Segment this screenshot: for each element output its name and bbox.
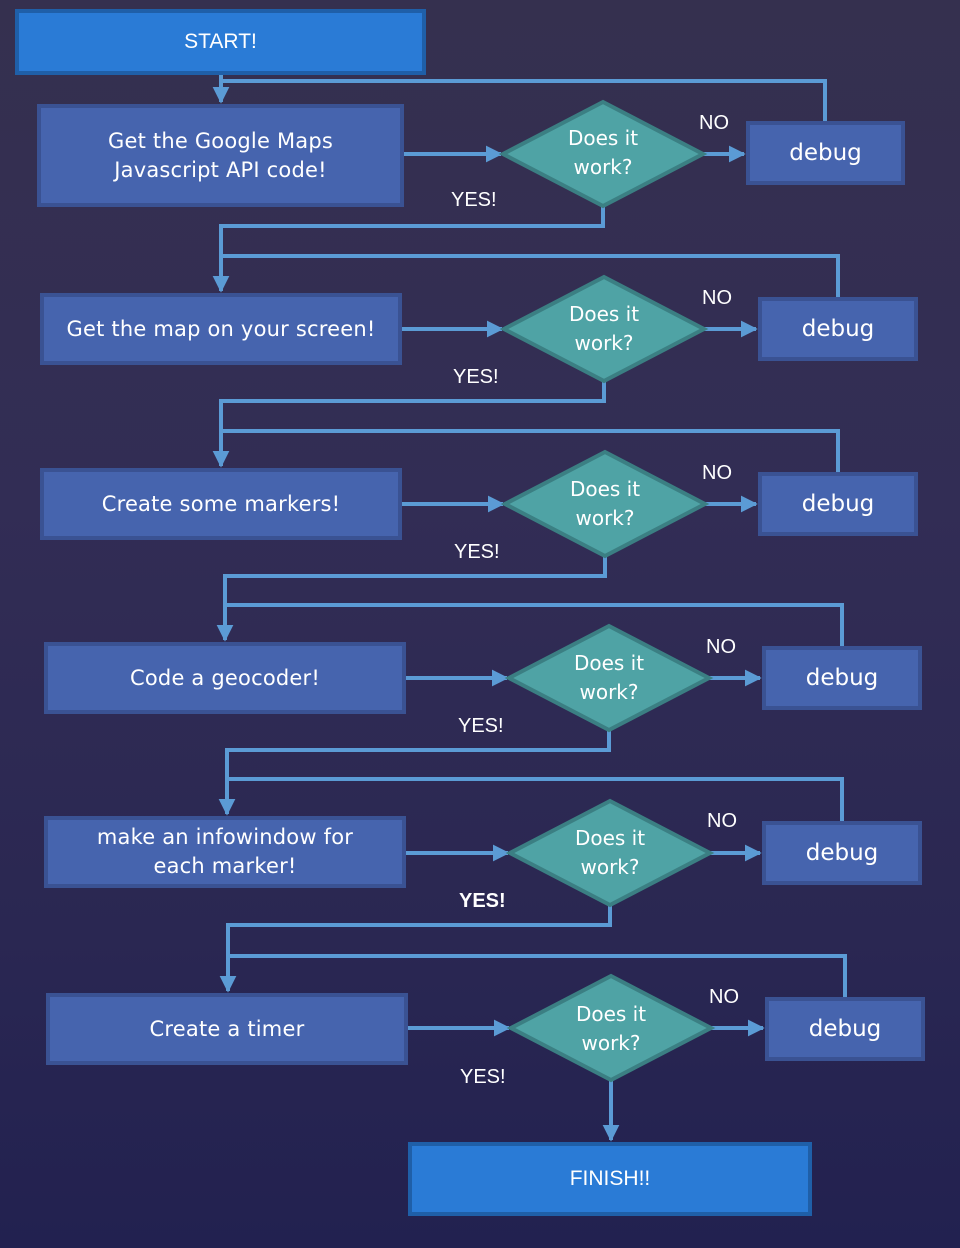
connector-debug-loop-5 — [227, 777, 844, 821]
debug-box-5: debug — [762, 821, 922, 885]
debug-box-2: debug — [758, 297, 918, 361]
step-label: Get the Google Maps Javascript API code! — [107, 128, 334, 182]
no-label-3: NO — [702, 462, 732, 484]
decision-diamond-4 — [504, 623, 714, 733]
step-box-6: Create a timer — [46, 993, 408, 1065]
no-label-4: NO — [706, 636, 736, 658]
finish-label: FINISH!! — [569, 1167, 651, 1190]
start-label: START! — [184, 30, 257, 53]
yes-label-3: YES! — [454, 541, 500, 563]
no-label-2: NO — [702, 287, 732, 309]
start-node: START! — [15, 9, 426, 75]
no-label-1: NO — [699, 112, 729, 134]
debug-box-4: debug — [762, 646, 922, 710]
connector-yes-to-step-6 — [219, 905, 612, 993]
debug-label: debug — [801, 491, 875, 517]
finish-node: FINISH!! — [408, 1142, 812, 1216]
step-label: make an infowindow for each marker! — [96, 825, 354, 878]
step-label: Code a geocoder! — [130, 665, 320, 690]
step-label: Get the map on your screen! — [66, 316, 376, 341]
connector-debug-loop-6 — [228, 954, 847, 997]
decision-label-6: Does it work? — [575, 1002, 647, 1055]
step-box-2: Get the map on your screen! — [40, 293, 402, 365]
yes-label-4: YES! — [458, 715, 504, 737]
yes-label-5: YES! — [459, 890, 506, 912]
step-box-4: Code a geocoder! — [44, 642, 406, 714]
no-label-5: NO — [707, 810, 737, 832]
connector-debug-loop-4 — [225, 603, 844, 646]
decision-label-5: Does it work? — [574, 826, 646, 879]
step-box-1: Get the Google Maps Javascript API code! — [37, 104, 404, 207]
debug-box-3: debug — [758, 472, 918, 536]
debug-label: debug — [789, 140, 862, 166]
connector-debug-loop-2 — [221, 254, 840, 297]
debug-label: debug — [805, 665, 879, 691]
step-box-3: Create some markers! — [40, 468, 402, 540]
decision-diamond-2 — [499, 274, 709, 384]
decision-label-2: Does it work? — [568, 302, 640, 355]
debug-label: debug — [808, 1016, 882, 1042]
decision-label-4: Does it work? — [573, 651, 645, 704]
connector-yes-to-step-2 — [212, 206, 605, 293]
debug-box-1: debug — [746, 121, 905, 185]
decision-diamond-6 — [506, 973, 716, 1083]
connector-debug-loop-1 — [221, 79, 827, 121]
decision-label-1: Does it work? — [567, 126, 639, 179]
yes-label-1: YES! — [451, 189, 497, 211]
connector-yes-to-step-4 — [216, 556, 607, 642]
debug-box-6: debug — [765, 997, 925, 1061]
decision-diamond-3 — [500, 449, 710, 559]
yes-label-6: YES! — [460, 1066, 506, 1088]
debug-label: debug — [805, 840, 879, 866]
decision-diamond-5 — [505, 798, 715, 908]
debug-label: debug — [801, 316, 875, 342]
connector-yes-to-step-5 — [218, 730, 611, 816]
yes-label-2: YES! — [453, 366, 499, 388]
connector-yes-to-step-3 — [212, 381, 606, 468]
no-label-6: NO — [709, 986, 739, 1008]
step-box-5: make an infowindow for each marker! — [44, 816, 406, 888]
step-label: Create a timer — [149, 1016, 305, 1041]
decision-label-3: Does it work? — [569, 477, 641, 530]
step-label: Create some markers! — [101, 491, 341, 516]
decision-diamond-1 — [498, 99, 708, 209]
connector-debug-loop-3 — [221, 429, 840, 472]
